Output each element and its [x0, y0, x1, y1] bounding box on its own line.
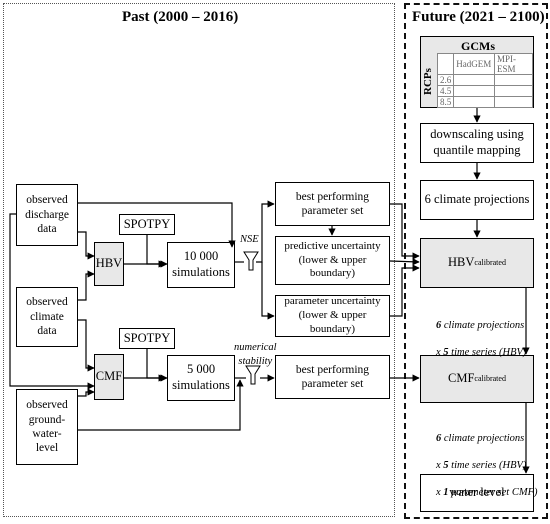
arrow-climate-to-cmf: [78, 319, 95, 372]
hbv-to-cmf-note: 6 climate projections x 5 time series (H…: [436, 319, 527, 358]
arrow-discharge-to-cmf: [9, 213, 95, 390]
gcm-title: GCMs: [461, 39, 495, 53]
hbv-calibrated-subscript: calibrated: [474, 258, 506, 267]
rcp-row-header: 8.5: [436, 96, 455, 108]
observed-climate-box: observed climate data: [16, 287, 78, 347]
nse-filter-label: NSE: [240, 234, 259, 245]
arrow-climate-to-hbv: [78, 270, 95, 301]
arrow-discharge-to-hbv: [78, 231, 95, 260]
past-period-title: Past (2000 – 2016): [122, 9, 239, 25]
cmf-calibrated-label: CMF: [448, 371, 475, 386]
predictive-uncertainty-box: predictive uncertainty (lower & upper bo…: [275, 236, 390, 285]
arrow-discharge-to-nse: [78, 202, 236, 248]
stability-filter-funnel-icon: [245, 365, 261, 385]
gcm-cell: [493, 96, 534, 108]
water-level-box: water level: [420, 474, 534, 512]
numerical-stability-label: numerical stability: [234, 342, 277, 367]
parameter-uncertainty-box: parameter uncertainty (lower & upper bou…: [275, 295, 390, 337]
hbv-model-box: HBV: [94, 242, 124, 286]
best-parameter-set-box-bottom: best performing parameter set: [275, 355, 390, 399]
arrow-groundwater-to-cmf: [78, 388, 95, 397]
arrow-nse-to-param-unc: [261, 262, 275, 320]
hbv-calibrated-label: HBV: [448, 255, 475, 270]
arrow-groundwater-to-stability: [78, 379, 244, 431]
climate-projections-box: 6 climate projections: [420, 180, 534, 220]
arrow-spotpy-top: [146, 235, 168, 268]
cmf-model-box: CMF: [94, 354, 124, 400]
observed-discharge-box: observed discharge data: [16, 184, 78, 246]
downscaling-box: downscaling using quantile mapping: [420, 123, 534, 163]
simulations-5000-box: 5 000 simulations: [167, 355, 235, 401]
arrow-spotpy-bottom: [146, 349, 168, 382]
gcm-rcp-grid: HadGEM MPI-ESM 2.6 4.5 8.5: [436, 53, 534, 108]
arrow-nse-to-best: [256, 200, 275, 263]
nse-filter-funnel-icon: [243, 251, 259, 271]
cmf-calibrated-subscript: calibrated: [474, 374, 506, 383]
arrow-predictive-to-hbvcal: [389, 258, 420, 266]
past-period-frame: [3, 3, 395, 517]
gcm-table-box: GCMs RCPs HadGEM MPI-ESM 2.6 4.5 8.5: [420, 36, 534, 108]
future-period-title: Future (2021 – 2100): [412, 9, 545, 25]
spotpy-box-bottom: SPOTPY: [119, 328, 175, 349]
arrow-best-to-hbvcal: [390, 203, 420, 260]
simulations-10000-box: 10 000 simulations: [167, 242, 235, 288]
cmf-to-water-note: 6 climate projections x 5 time series (H…: [436, 432, 538, 499]
spotpy-box-top: SPOTPY: [119, 214, 175, 235]
best-parameter-set-box-top: best performing parameter set: [275, 182, 390, 226]
arrow-paramunc-to-hbvcal: [390, 264, 420, 317]
observed-groundwater-box: observed ground- water- level: [16, 389, 78, 465]
